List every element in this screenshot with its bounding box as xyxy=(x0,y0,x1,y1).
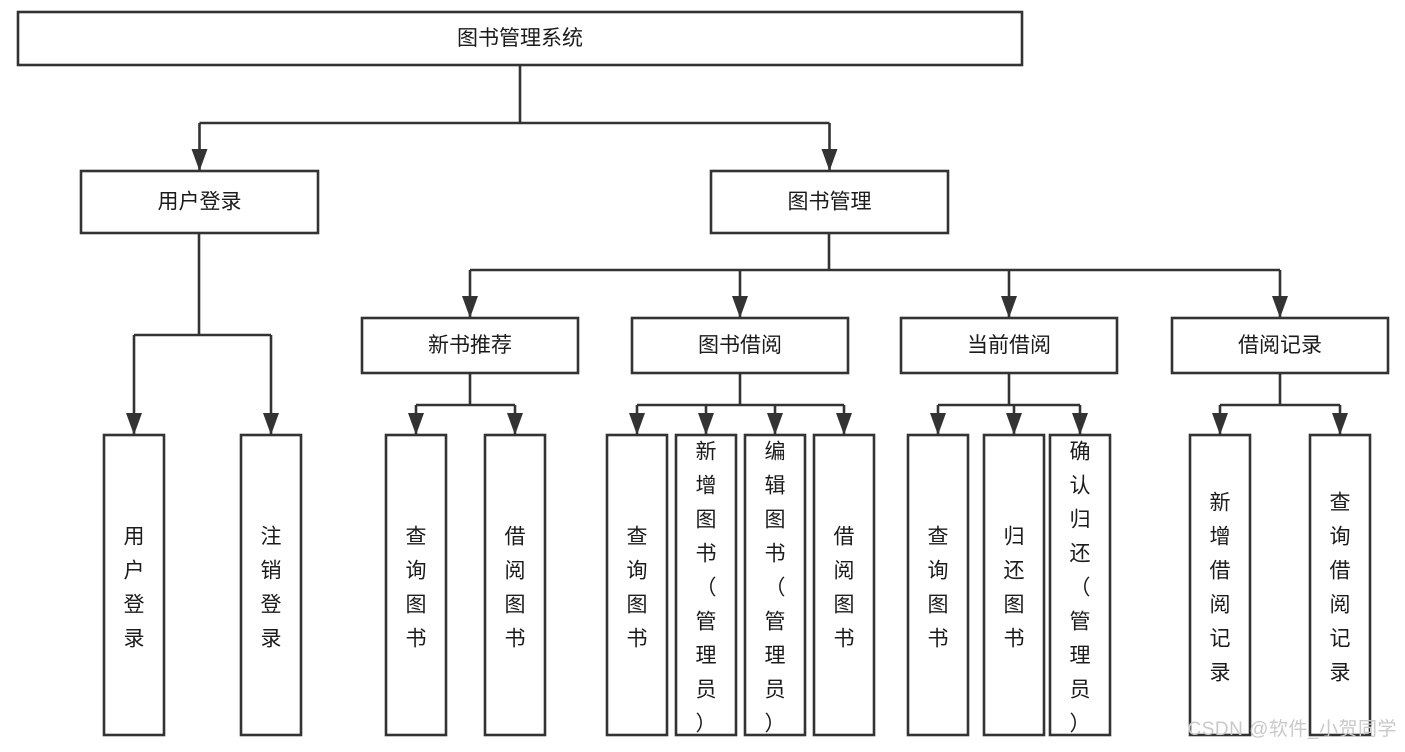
node-box[interactable] xyxy=(79,169,320,235)
arrow-head-icon xyxy=(1332,413,1348,435)
arrow-head-icon xyxy=(507,413,523,435)
node-box[interactable] xyxy=(483,433,547,737)
node-box[interactable] xyxy=(982,433,1046,737)
arrow-head-icon xyxy=(698,413,714,435)
node-label: 借阅图书 xyxy=(834,526,855,651)
arrow-head-icon xyxy=(767,413,783,435)
node-leaf-query-book-1[interactable]: 查询图书 xyxy=(384,433,448,737)
node-box[interactable] xyxy=(384,433,448,737)
node-box[interactable] xyxy=(1048,433,1112,737)
node-leaf-add-record[interactable]: 新增借阅记录 xyxy=(1188,433,1252,737)
arrow-head-icon xyxy=(462,296,478,318)
node-label: 新增借阅记录 xyxy=(1210,492,1231,685)
node-label: 当前借阅 xyxy=(967,334,1051,357)
arrow-head-icon xyxy=(263,413,279,435)
node-label: 查询图书 xyxy=(928,526,949,651)
node-box[interactable] xyxy=(1308,433,1372,737)
node-box[interactable] xyxy=(743,433,807,737)
node-leaf-borrow-book-2[interactable]: 借阅图书 xyxy=(812,433,876,737)
node-new-book-rec[interactable]: 新书推荐 xyxy=(360,316,580,375)
arrow-head-icon xyxy=(1006,413,1022,435)
node-box[interactable] xyxy=(102,433,166,737)
node-label: 注销登录 xyxy=(261,526,282,651)
arrow-head-icon xyxy=(732,296,748,318)
node-box[interactable] xyxy=(1188,433,1252,737)
node-box[interactable] xyxy=(605,433,669,737)
node-current-borrow[interactable]: 当前借阅 xyxy=(899,316,1119,375)
node-label: 查询图书 xyxy=(627,526,648,651)
arrow-head-icon xyxy=(1212,413,1228,435)
connector-layer xyxy=(126,65,1348,435)
node-box[interactable] xyxy=(899,316,1119,375)
node-box[interactable] xyxy=(812,433,876,737)
node-label: 查询借阅记录 xyxy=(1330,492,1351,685)
arrow-head-icon xyxy=(629,413,645,435)
node-book-borrow[interactable]: 图书借阅 xyxy=(630,316,850,375)
node-label: 归还图书 xyxy=(1004,526,1025,651)
node-box[interactable] xyxy=(360,316,580,375)
node-layer: 图书管理系统用户登录图书管理新书推荐图书借阅当前借阅借阅记录用户登录注销登录查询… xyxy=(16,10,1390,737)
node-box[interactable] xyxy=(674,433,738,737)
node-user-login[interactable]: 用户登录 xyxy=(79,169,320,235)
node-label: 编辑图书（管理员） xyxy=(765,441,786,736)
node-leaf-add-book[interactable]: 新增图书（管理员） xyxy=(674,433,738,737)
node-leaf-borrow-book-1[interactable]: 借阅图书 xyxy=(483,433,547,737)
node-label: 用户登录 xyxy=(124,526,145,651)
arrow-head-icon xyxy=(836,413,852,435)
arrow-head-icon xyxy=(930,413,946,435)
arrow-head-icon xyxy=(1072,413,1088,435)
node-leaf-edit-book[interactable]: 编辑图书（管理员） xyxy=(743,433,807,737)
node-leaf-query-book-2[interactable]: 查询图书 xyxy=(605,433,669,737)
node-box[interactable] xyxy=(1170,316,1390,375)
watermark-text: CSDN @软件_小贺同学 xyxy=(1187,719,1397,740)
node-borrow-record[interactable]: 借阅记录 xyxy=(1170,316,1390,375)
node-label: 图书管理 xyxy=(788,191,872,214)
arrow-head-icon xyxy=(408,413,424,435)
node-label: 查询图书 xyxy=(406,526,427,651)
node-label: 图书借阅 xyxy=(698,334,782,357)
node-label: 确认归还（管理员） xyxy=(1070,441,1091,736)
arrow-head-icon xyxy=(1001,296,1017,318)
node-box[interactable] xyxy=(630,316,850,375)
node-label: 图书管理系统 xyxy=(457,27,583,50)
node-leaf-query-book-3[interactable]: 查询图书 xyxy=(906,433,970,737)
node-leaf-query-record[interactable]: 查询借阅记录 xyxy=(1308,433,1372,737)
arrow-head-icon xyxy=(821,149,838,171)
node-box[interactable] xyxy=(239,433,303,737)
arrow-head-icon xyxy=(191,149,208,171)
node-label: 新书推荐 xyxy=(428,334,512,357)
node-leaf-return-book[interactable]: 归还图书 xyxy=(982,433,1046,737)
arrow-head-icon xyxy=(1272,296,1288,318)
node-label: 借阅记录 xyxy=(1238,334,1322,357)
node-box[interactable] xyxy=(16,10,1024,67)
node-root[interactable]: 图书管理系统 xyxy=(16,10,1024,67)
node-label: 用户登录 xyxy=(158,191,242,214)
node-label: 新增图书（管理员） xyxy=(696,441,717,736)
node-leaf-user-login[interactable]: 用户登录 xyxy=(102,433,166,737)
node-label: 借阅图书 xyxy=(505,526,526,651)
node-book-manage[interactable]: 图书管理 xyxy=(709,169,950,235)
arrow-head-icon xyxy=(126,413,142,435)
node-leaf-user-logout[interactable]: 注销登录 xyxy=(239,433,303,737)
node-box[interactable] xyxy=(709,169,950,235)
node-leaf-confirm-return[interactable]: 确认归还（管理员） xyxy=(1048,433,1112,737)
node-box[interactable] xyxy=(906,433,970,737)
